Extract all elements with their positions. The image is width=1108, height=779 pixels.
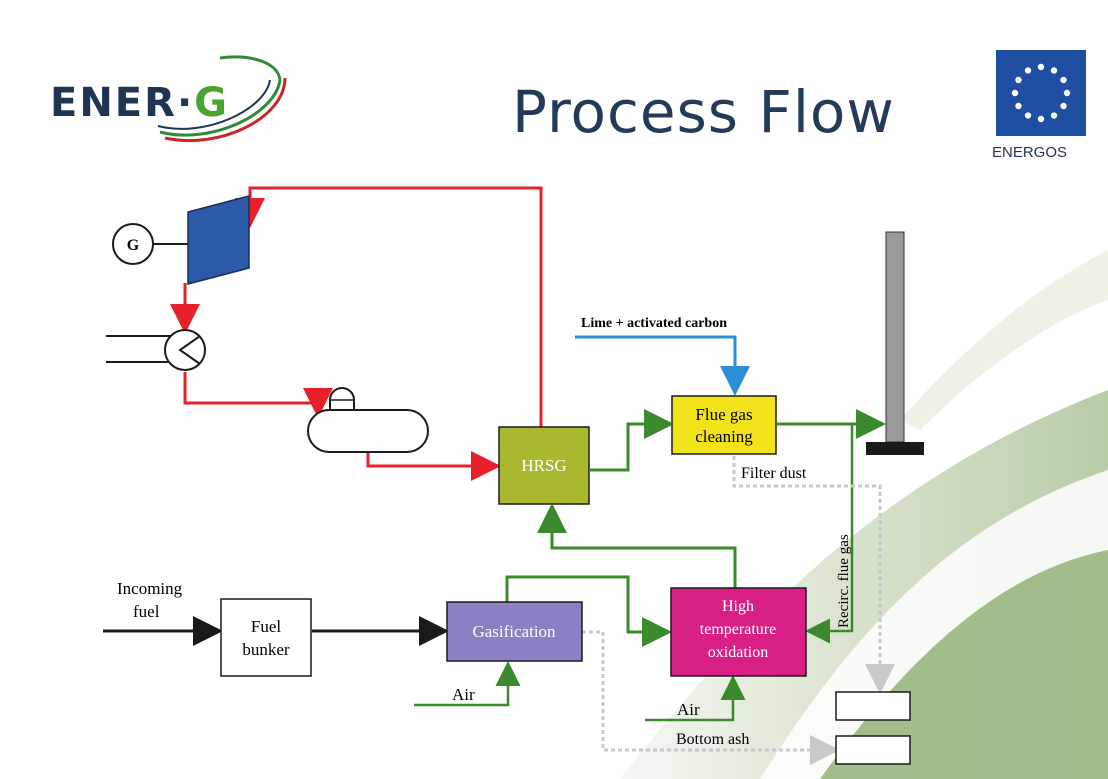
oxidation-label-line1: High (722, 598, 754, 615)
filter-dust-line (732, 456, 895, 694)
eu-star-icon (1063, 89, 1071, 97)
condensate-line-to-tank (183, 372, 333, 418)
bottom-ash-line (582, 630, 840, 765)
feedwater-line-to-hrsg (366, 451, 501, 481)
eu-star-icon (1060, 102, 1067, 110)
eu-star-icon (1015, 76, 1022, 84)
flue-gas-label-line1: Flue gas (695, 405, 752, 424)
eu-star-icon (1037, 63, 1045, 71)
filter-dust-container (835, 691, 911, 721)
ener-g-logo: ENER·G (50, 80, 229, 126)
eu-star-icon (1024, 112, 1032, 119)
steam-turbine-icon (187, 195, 250, 285)
steam-line-to-turbine (235, 186, 543, 427)
recirc-flue-gas-label: Recirc. flue gas (836, 534, 852, 628)
recirc-flue-gas-line (805, 424, 854, 644)
flue-gas-label-line2: cleaning (695, 427, 753, 446)
eu-star-icon (1060, 76, 1067, 84)
gas-hrsg-to-cleaning (589, 409, 674, 472)
gas-oxidation-to-hrsg (537, 503, 737, 589)
incoming-fuel-label-line1: Incoming (117, 579, 183, 598)
eu-star-icon (1037, 115, 1045, 123)
fuel-bunker-label-line2: bunker (242, 640, 290, 659)
hrsg-box (498, 426, 590, 505)
eu-star-icon (1024, 67, 1032, 74)
eu-star-icon (1050, 112, 1058, 119)
eu-stars-flag (996, 50, 1086, 136)
filter-dust-label: Filter dust (741, 465, 807, 482)
condenser-icon (106, 329, 206, 371)
flue-gas-flows (414, 409, 886, 722)
generator-label: G (127, 237, 140, 254)
hrsg-label: HRSG (521, 456, 566, 475)
eu-logo-label: ENERGOS (992, 144, 1068, 161)
fuel-bunker-label-line1: Fuel (251, 617, 282, 636)
logo-left: ENER (50, 80, 177, 126)
eu-star-icon (1050, 67, 1058, 74)
air-to-oxidation (645, 675, 746, 722)
gasification-label: Gasification (472, 622, 556, 641)
incoming-fuel-label-line2: fuel (133, 602, 160, 621)
feedwater-tank-icon (307, 387, 429, 453)
bottom-ash-container (835, 735, 911, 765)
lime-carbon-label: Lime + activated carbon (581, 316, 727, 331)
air-to-gasification (414, 661, 521, 707)
oxidation-label-line3: oxidation (708, 644, 768, 661)
logo-right: G (194, 80, 229, 126)
air-oxidation-label: Air (677, 700, 700, 719)
steam-cycle (170, 186, 543, 481)
eu-star-icon (1011, 89, 1019, 97)
oxidation-box (670, 587, 807, 677)
air-gasification-label: Air (452, 685, 475, 704)
gasification-box (446, 601, 583, 662)
bottom-ash-label: Bottom ash (676, 731, 749, 748)
residue-flows (582, 456, 895, 765)
stack-base (866, 442, 924, 455)
lime-carbon-line (575, 335, 750, 396)
fuel-bunker-box (220, 598, 312, 677)
ener-g-swoosh-logo (157, 55, 287, 143)
oxidation-label-line2: temperature (700, 621, 776, 638)
generator-symbol (112, 223, 154, 265)
syngas-to-oxidation (505, 575, 672, 647)
stack-chimney-icon (885, 231, 905, 443)
eu-star-icon (1015, 102, 1022, 110)
logo-dot: · (176, 80, 195, 126)
page-title: Process Flow (512, 78, 895, 146)
